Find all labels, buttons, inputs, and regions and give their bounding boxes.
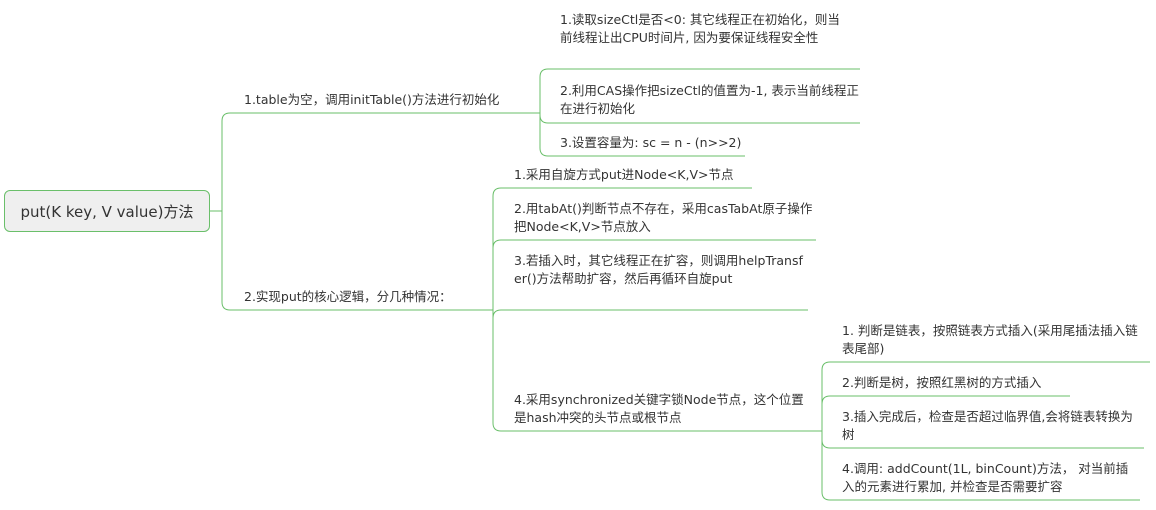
branch-2-child-2-label[interactable]: 2.用tabAt()判断节点不存在，采用casTabAt原子操作把Node<K,… (514, 201, 813, 234)
branch-2-child-3-label[interactable]: 3.若插入时，其它线程正在扩容，则调用helpTransfer()方法帮助扩容，… (514, 253, 803, 286)
connector-branch-1-child-3 (539, 113, 745, 157)
connector-sub-2 (821, 395, 1070, 431)
connector-branch-2 (221, 211, 493, 311)
branch-2-child-4-sub-4-label[interactable]: 4.调用: addCount(1L, binCount)方法， 对当前插入的元素… (842, 461, 1129, 494)
root-node[interactable]: put(K key, V value)方法 (4, 190, 210, 232)
branch-2-child-4-label[interactable]: 4.采用synchronized关键字锁Node节点，这个位置是hash冲突的头… (514, 392, 804, 425)
branch-1-child-3-label[interactable]: 3.设置容量为: sc = n - (n>>2) (560, 135, 742, 150)
connector-sub-4 (821, 431, 1140, 501)
branch-1-child-2-label[interactable]: 2.利用CAS操作把sizeCtl的值置为-1, 表示当前线程正在进行初始化 (560, 83, 859, 116)
connector-branch-2-child-4 (492, 310, 822, 432)
connector-branch-2-child-2 (492, 239, 816, 310)
branch-1-child-1-label[interactable]: 1.读取sizeCtl是否<0: 其它线程正在初始化，则当前线程让出CPU时间片… (560, 12, 840, 45)
branch-2-child-4-sub-2-label[interactable]: 2.判断是树，按照红黑树的方式插入 (842, 375, 1042, 390)
branch-1-label[interactable]: 1.table为空，调用initTable()方法进行初始化 (244, 92, 500, 107)
connector-branch-1 (221, 112, 540, 211)
connector-branch-2-child-3 (492, 309, 808, 319)
connector-branch-1-child-1 (539, 68, 860, 113)
connector-sub-1 (821, 361, 1150, 431)
branch-2-label[interactable]: 2.实现put的核心逻辑，分几种情况： (244, 289, 452, 304)
connector-branch-2-child-1 (492, 187, 752, 310)
branch-2-child-4-sub-1-label[interactable]: 1. 判断是链表，按照链表方式插入(采用尾插法插入链表尾部) (842, 323, 1138, 356)
branch-2-child-4-sub-3-label[interactable]: 3.插入完成后，检查是否超过临界值,会将链表转换为树 (842, 409, 1133, 442)
root-label: put(K key, V value)方法 (20, 202, 194, 221)
branch-2-child-1-label[interactable]: 1.采用自旋方式put进Node<K,V>节点 (514, 167, 734, 182)
